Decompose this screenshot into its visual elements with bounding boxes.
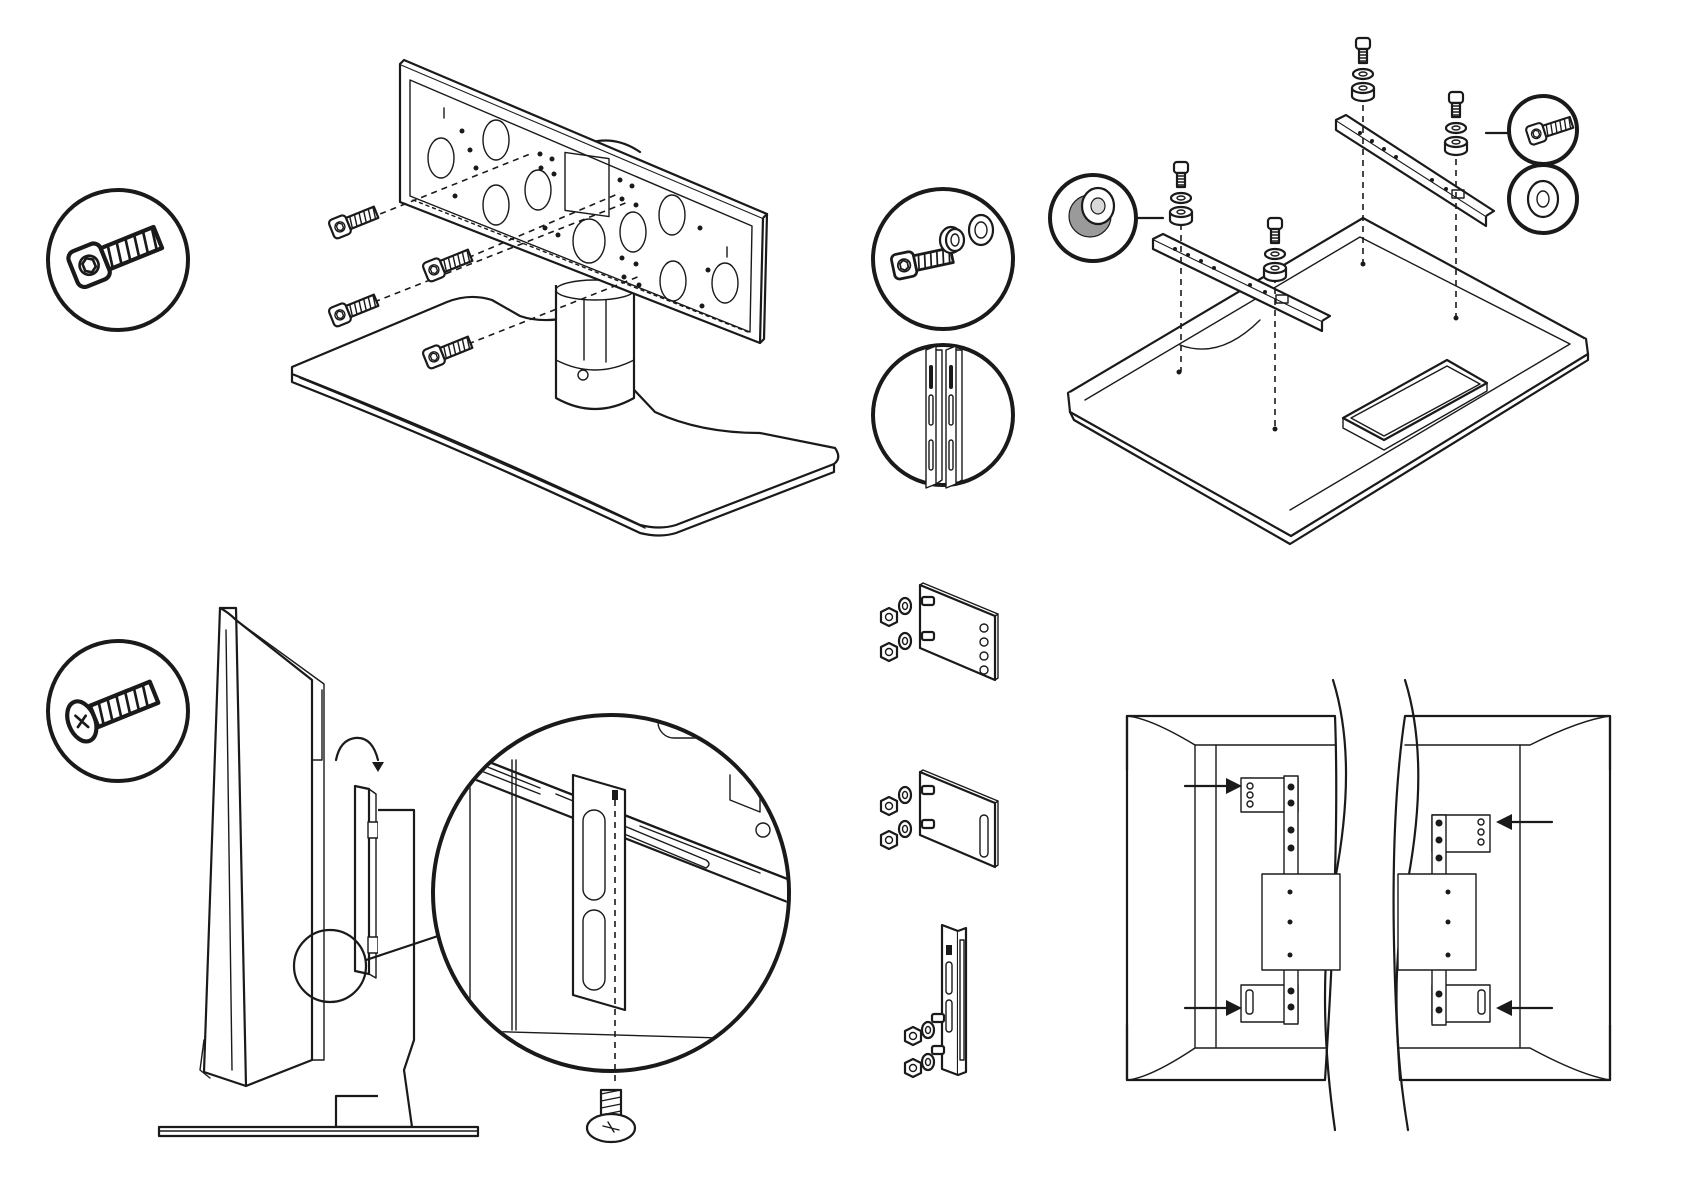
hook-arrow	[336, 738, 384, 772]
socket-cap-screw-callout	[48, 190, 188, 330]
plate-variants-panel	[881, 583, 998, 1077]
stand-assembly-panel	[48, 60, 838, 536]
washer-icon	[1528, 181, 1558, 217]
rail-mounting-panel	[873, 38, 1588, 544]
bracket-detail-callout	[433, 706, 790, 1085]
rail-pair-callout	[873, 345, 1013, 488]
phillips-screw-bottom	[587, 1090, 635, 1142]
washer-callout-right	[1509, 165, 1577, 233]
screw-callout-right	[1486, 96, 1577, 164]
mounting-rail-right	[1336, 115, 1494, 226]
tv-rear-panel	[1068, 218, 1588, 544]
phillips-screw-callout	[48, 641, 188, 781]
rear-alignment-panel	[1127, 680, 1610, 1130]
bracket-hook-on-panel	[48, 608, 790, 1142]
tv-side-profile	[200, 608, 378, 1086]
plate-c	[905, 925, 966, 1077]
spacer-callout	[1050, 175, 1163, 261]
washer-stack-callout	[873, 189, 1013, 329]
stand-neck	[556, 280, 634, 409]
plate-b	[881, 770, 998, 867]
plate-a	[881, 583, 998, 680]
